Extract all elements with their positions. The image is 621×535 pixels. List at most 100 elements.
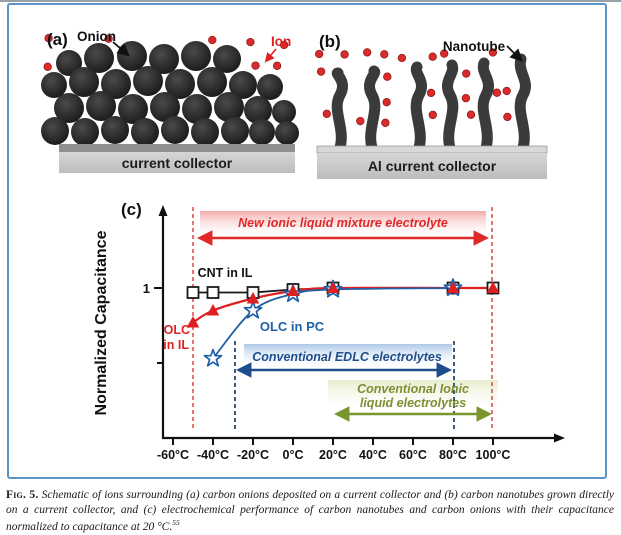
annotation-ionic-2: liquid electrolytes (360, 396, 466, 410)
nanotube (477, 57, 494, 157)
ion-arrow (264, 48, 277, 63)
onion-sphere (54, 93, 84, 123)
collector-label-a: current collector (122, 155, 233, 171)
onion-sphere (69, 67, 99, 97)
panel-b-label: (b) (319, 32, 341, 51)
onion-sphere (101, 116, 129, 144)
annotation-new-il: New ionic liquid mixture electrolyte (238, 216, 448, 230)
ion-dot (382, 98, 391, 107)
nanotube (442, 59, 459, 157)
marker-star (243, 300, 263, 319)
x-tick-label: -20°C (237, 448, 269, 462)
x-tick-label: 40°C (359, 448, 387, 462)
marker-triangle (286, 284, 300, 296)
ion-dot (316, 67, 326, 76)
onion-sphere (86, 91, 116, 121)
marker-triangle (246, 292, 260, 304)
onion-sphere (197, 67, 227, 97)
onion-sphere (275, 121, 299, 145)
ion-dot (44, 34, 53, 43)
nanotube (364, 65, 381, 157)
nanotube-label: Nanotube (443, 39, 506, 54)
x-tick-label: 60°C (399, 448, 427, 462)
onion-sphere (191, 118, 219, 146)
series-label-olc-il-1: OLC (164, 323, 190, 337)
onion-sphere (71, 118, 99, 146)
collector-bar-top-b (316, 145, 548, 154)
collector-bar-top-a (59, 144, 295, 152)
ion-dot (43, 62, 52, 71)
x-tick-label: 0°C (283, 448, 304, 462)
ion-dots-b (315, 48, 512, 127)
onion-spheres (41, 41, 299, 146)
onion-sphere (118, 94, 148, 124)
onion-sphere (101, 69, 131, 99)
ion-dot (462, 69, 471, 78)
figure-box: current collector (a) Onion Ion Al curre… (7, 3, 607, 479)
x-tick-label: 20°C (319, 448, 347, 462)
ion-dot (272, 61, 282, 70)
ion-label: Ion (271, 34, 291, 49)
annotation-edlc: Conventional EDLC electrolytes (252, 350, 442, 364)
onion-sphere (182, 94, 212, 124)
marker-triangle (206, 304, 220, 316)
marker-triangle (486, 281, 500, 293)
marker-triangle (326, 281, 340, 293)
ion-dot (428, 52, 437, 61)
onion-sphere (272, 100, 296, 124)
panel-a: current collector (a) Onion Ion (41, 29, 299, 173)
nanotube (514, 53, 531, 157)
onion-sphere (150, 92, 180, 122)
ion-dot (492, 88, 502, 97)
marker-square (186, 286, 200, 299)
ion-dot (461, 94, 471, 103)
onion-sphere (41, 72, 67, 98)
x-axis-arrowhead (554, 433, 565, 443)
marker-triangle (446, 281, 460, 293)
annotation-ionic-1: Conventional Ionic (357, 382, 469, 396)
page-top-rule (0, 0, 621, 2)
series-markers (186, 278, 500, 367)
onion-sphere (229, 71, 257, 99)
collector-bar-a (59, 152, 295, 173)
y-axis-label: Normalized Capacitance (93, 230, 110, 415)
figure-svg: current collector (a) Onion Ion Al curre… (41, 29, 565, 462)
onion-sphere (244, 96, 272, 124)
marker-square (206, 286, 220, 299)
ion-dot (488, 48, 498, 57)
x-tick-label: -40°C (197, 448, 229, 462)
caption-number: Fig. 5. (6, 489, 39, 501)
series-label-olc-il-2: in IL (163, 338, 189, 352)
ion-dot (466, 110, 476, 119)
onion-sphere (249, 119, 275, 145)
y-tick-label-1: 1 (143, 281, 150, 296)
nanotube (331, 67, 348, 157)
ion-dot (322, 109, 331, 118)
onion-label: Onion (77, 29, 116, 44)
onion-sphere (161, 116, 189, 144)
y-ticks (154, 287, 163, 364)
series-label-olc-pc: OLC in PC (260, 319, 325, 334)
onion-sphere (131, 118, 159, 146)
nanotube-arrow (506, 45, 523, 62)
ion-dot (208, 35, 217, 45)
caption-ref: 55 (172, 518, 180, 528)
onion-sphere (84, 43, 114, 73)
ion-dot (383, 72, 392, 81)
collector-bar-b (317, 153, 547, 179)
onion-sphere (257, 74, 283, 100)
x-tick-label: 80°C (439, 448, 467, 462)
ion-dot (315, 49, 324, 59)
ion-dots-a (43, 34, 289, 71)
x-tick-label: -60°C (157, 448, 189, 462)
onion-arrow (112, 41, 130, 57)
onion-sphere (149, 44, 179, 74)
ion-dot (426, 88, 436, 98)
y-axis-arrowhead (158, 205, 168, 216)
ion-dot (251, 61, 260, 70)
ion-dot (363, 48, 372, 57)
ion-dot (502, 86, 511, 96)
ion-dot (428, 110, 437, 120)
ion-dot (340, 50, 349, 59)
